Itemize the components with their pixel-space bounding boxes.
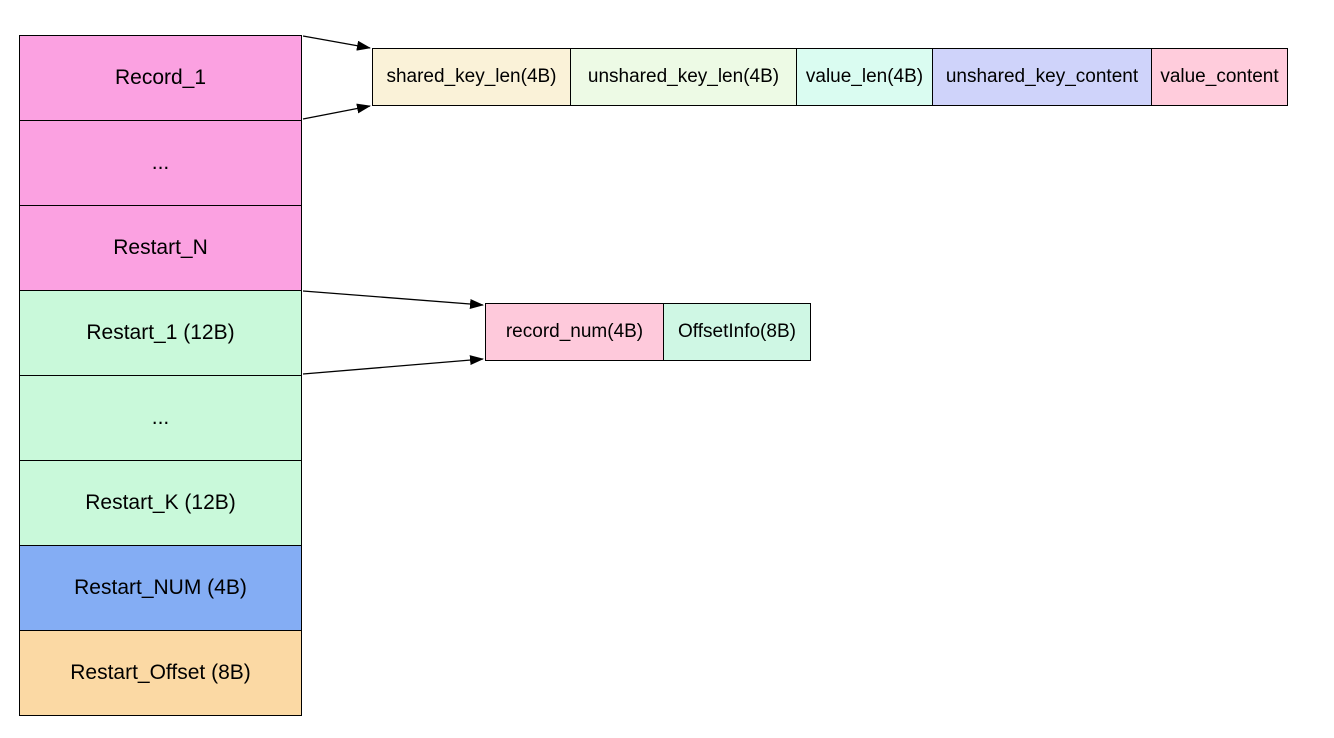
block-restart-n: Restart_N [19, 205, 302, 291]
block-records-ellipsis-label: ... [151, 151, 170, 174]
cell-unshared-key-len-label: unshared_key_len(4B) [587, 66, 780, 87]
cell-record-num: record_num(4B) [485, 303, 664, 361]
block-record-1-label: Record_1 [114, 66, 207, 89]
connector-restart1-to-restart-layout-top [302, 290, 484, 309]
block-restarts-ellipsis: ... [19, 375, 302, 461]
cell-value-content: value_content [1151, 48, 1288, 106]
block-restart-k-label: Restart_K (12B) [85, 491, 236, 514]
cell-offsetinfo: OffsetInfo(8B) [663, 303, 811, 361]
restart-layout-row: record_num(4B) OffsetInfo(8B) [485, 303, 811, 361]
block-restart-1: Restart_1 (12B) [19, 290, 302, 376]
cell-value-content-label: value_content [1160, 66, 1279, 87]
block-record-1: Record_1 [19, 35, 302, 121]
connector-record1-to-record-layout-bottom [302, 103, 371, 120]
connector-restart1-to-restart-layout-bottom [302, 355, 484, 375]
block-restarts-ellipsis-label: ... [151, 406, 170, 429]
cell-value-len-label: value_len(4B) [805, 66, 924, 87]
cell-shared-key-len-label: shared_key_len(4B) [386, 66, 557, 87]
record-layout-row: shared_key_len(4B) unshared_key_len(4B) … [372, 48, 1288, 106]
cell-unshared-key-content: unshared_key_content [932, 48, 1152, 106]
block-restart-num: Restart_NUM (4B) [19, 545, 302, 631]
cell-unshared-key-len: unshared_key_len(4B) [570, 48, 797, 106]
block-restart-1-label: Restart_1 (12B) [86, 321, 235, 344]
block-restart-k: Restart_K (12B) [19, 460, 302, 546]
cell-offsetinfo-label: OffsetInfo(8B) [678, 321, 796, 342]
connector-record1-to-record-layout-top [302, 35, 371, 51]
block-restart-n-label: Restart_N [113, 236, 208, 259]
block-restart-offset: Restart_Offset (8B) [19, 630, 302, 716]
block-restart-num-label: Restart_NUM (4B) [74, 576, 247, 599]
block-restart-offset-label: Restart_Offset (8B) [70, 661, 251, 684]
block-records-ellipsis: ... [19, 120, 302, 206]
cell-unshared-key-content-label: unshared_key_content [945, 66, 1139, 87]
cell-record-num-label: record_num(4B) [505, 321, 644, 342]
cell-shared-key-len: shared_key_len(4B) [372, 48, 571, 106]
cell-value-len: value_len(4B) [796, 48, 933, 106]
block-stack: Record_1 ... Restart_N Restart_1 (12B) .… [19, 35, 302, 716]
